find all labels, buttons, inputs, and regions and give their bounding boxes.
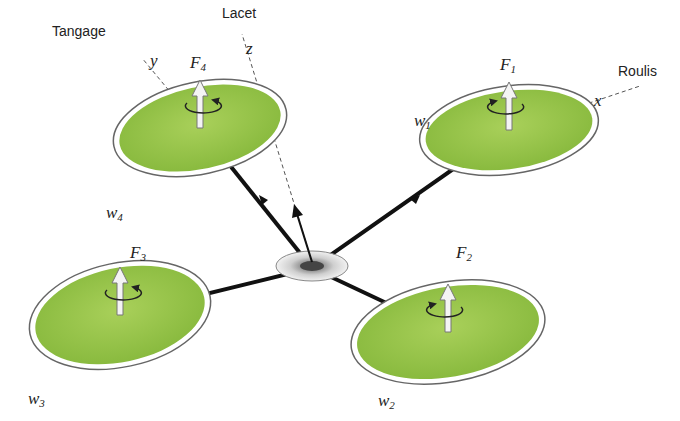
axis-name: Lacet xyxy=(222,6,256,20)
force-label: F1 xyxy=(500,56,516,75)
rotor-discs xyxy=(19,65,604,399)
speed-label: w3 xyxy=(28,390,45,409)
force-label: F4 xyxy=(190,54,206,73)
force-label: F2 xyxy=(456,244,472,263)
rotation-arrows xyxy=(105,100,523,317)
axis-letter: y xyxy=(150,52,158,69)
yaw-axis-arrow xyxy=(292,204,312,262)
axis-name: Roulis xyxy=(618,64,657,78)
axis-letter: z xyxy=(246,40,253,57)
thrust-arrows xyxy=(112,80,517,332)
force-label: F3 xyxy=(130,244,146,263)
center-hub xyxy=(276,251,348,281)
arm-arrows xyxy=(259,195,420,205)
speed-label: w1 xyxy=(414,112,431,131)
speed-label: w4 xyxy=(106,204,123,223)
speed-label: w2 xyxy=(378,392,395,411)
axis-letter: x xyxy=(594,92,602,109)
axis-name: Tangage xyxy=(52,24,106,38)
